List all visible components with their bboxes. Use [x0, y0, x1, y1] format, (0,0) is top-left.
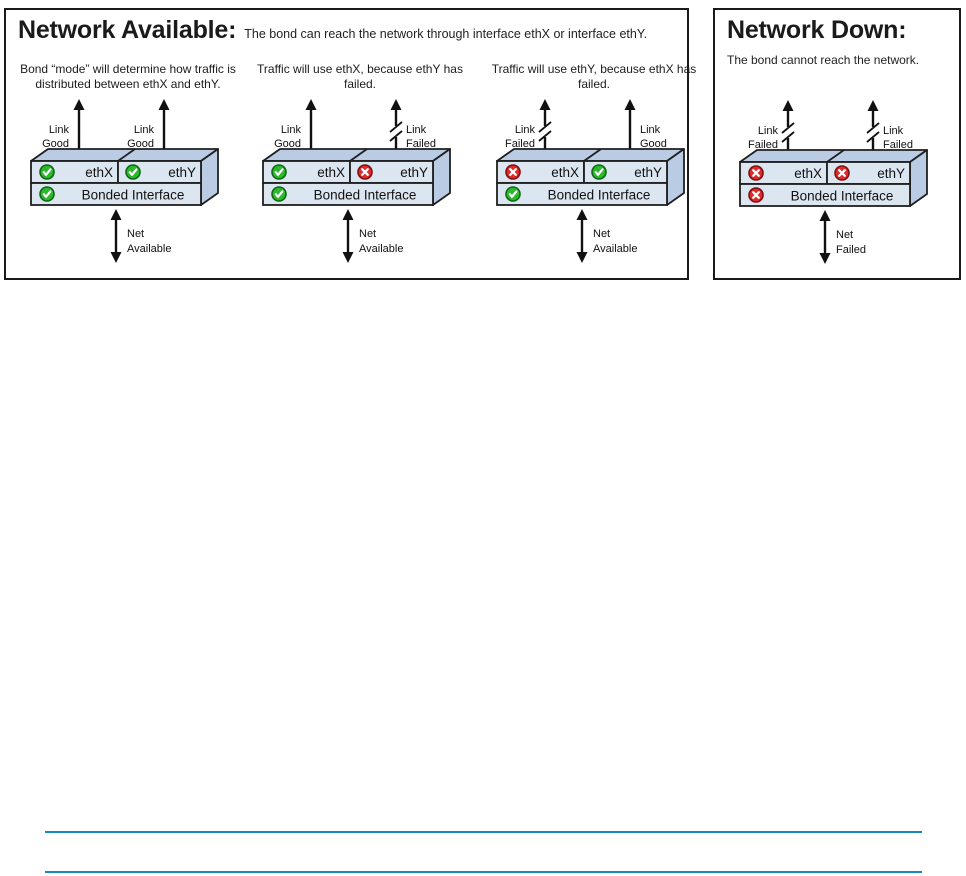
status-fail-icon [747, 187, 764, 203]
bonded-interface-label: Bonded Interface [81, 188, 184, 203]
ethy-label: ethY [877, 166, 905, 181]
left-link-label: Link [280, 124, 301, 136]
bonded-box: ethX ethY Bonded Interface [29, 148, 219, 206]
status-ok-icon [270, 186, 287, 202]
right-link-label: Link [406, 124, 427, 136]
scenario-ethy-failed: Traffic will use ethX, because ethY has … [250, 62, 470, 267]
right-link-label: Link [133, 124, 154, 136]
net-arrow [342, 209, 353, 263]
panel-network-available: Network Available: The bond can reach th… [4, 8, 696, 280]
panel-down-title: Network Down: [727, 16, 907, 44]
scenario-description: Bond “mode” will determine how traffic i… [20, 62, 236, 91]
scenario-diagram: Link Good Link Good [29, 99, 219, 263]
right-link-label: Link [640, 124, 661, 136]
net-label: Failed [836, 244, 866, 256]
status-fail-icon [356, 164, 373, 180]
right-link-label: Good [127, 138, 154, 150]
net-label: Net [593, 228, 610, 240]
right-link-label: Link [883, 125, 904, 137]
status-ok-icon [38, 186, 55, 202]
scenario-diagram: Link Failed Link Failed [738, 100, 928, 264]
panel-down-subtitle: The bond cannot reach the network. [727, 53, 920, 67]
ethx-label: ethX [85, 165, 113, 180]
right-link-label: Good [640, 138, 667, 150]
right-link-label: Failed [883, 139, 913, 151]
scenario-bond-mode: Bond “mode” will determine how traffic i… [18, 62, 238, 267]
net-label: Available [127, 243, 171, 255]
net-label: Net [359, 228, 376, 240]
net-label: Net [127, 228, 144, 240]
left-link-label: Failed [505, 138, 535, 150]
left-link-label: Good [274, 138, 301, 150]
status-ok-icon [124, 164, 141, 180]
panel-down-header: Network Down: The bond cannot reach the … [715, 10, 959, 67]
bonded-interface-label: Bonded Interface [313, 188, 416, 203]
scenario-description: Traffic will use ethY, because ethX has … [491, 62, 697, 91]
scenario-description: Traffic will use ethX, because ethY has … [257, 62, 463, 91]
scenario-diagram: Link Good Link Failed [261, 99, 451, 263]
net-label: Net [836, 229, 853, 241]
status-ok-icon [38, 164, 55, 180]
panel-available-title: Network Available: [18, 16, 237, 44]
bonded-interface-label: Bonded Interface [547, 188, 650, 203]
ethy-label: ethY [400, 165, 428, 180]
bonded-box: ethX ethY Bonded Interface [738, 149, 928, 207]
net-arrow [819, 210, 830, 264]
status-ok-icon [504, 186, 521, 202]
net-arrow [110, 209, 121, 263]
bonded-interface-label: Bonded Interface [790, 189, 893, 204]
left-link-label: Good [42, 138, 69, 150]
net-arrow [576, 209, 587, 263]
left-link-label: Failed [748, 139, 778, 151]
scenario-network-down: Link Failed Link Failed [727, 98, 947, 268]
status-fail-icon [504, 164, 521, 180]
left-link-label: Link [48, 124, 69, 136]
bonded-box: ethX ethY Bonded Interface [495, 148, 685, 206]
ethx-label: ethX [551, 165, 579, 180]
bonded-box: ethX ethY Bonded Interface [261, 148, 451, 206]
panel-available-header: Network Available: The bond can reach th… [6, 10, 687, 45]
ethx-label: ethX [317, 165, 345, 180]
status-fail-icon [833, 165, 850, 181]
ethy-label: ethY [634, 165, 662, 180]
status-fail-icon [747, 165, 764, 181]
status-ok-icon [590, 164, 607, 180]
divider-line-top [45, 831, 922, 833]
left-link-label: Link [514, 124, 535, 136]
status-ok-icon [270, 164, 287, 180]
net-label: Available [593, 243, 637, 255]
net-label: Available [359, 243, 403, 255]
panel-network-down: Network Down: The bond cannot reach the … [713, 8, 961, 280]
panel-available-subtitle: The bond can reach the network through i… [244, 27, 648, 41]
right-link-label: Failed [406, 138, 436, 150]
scenario-diagram: Link Failed Link Good [495, 99, 685, 263]
divider-line-bottom [45, 871, 922, 873]
ethy-label: ethY [168, 165, 196, 180]
ethx-label: ethX [794, 166, 822, 181]
left-link-label: Link [757, 125, 778, 137]
scenario-ethx-failed: Traffic will use ethY, because ethX has … [484, 62, 704, 267]
